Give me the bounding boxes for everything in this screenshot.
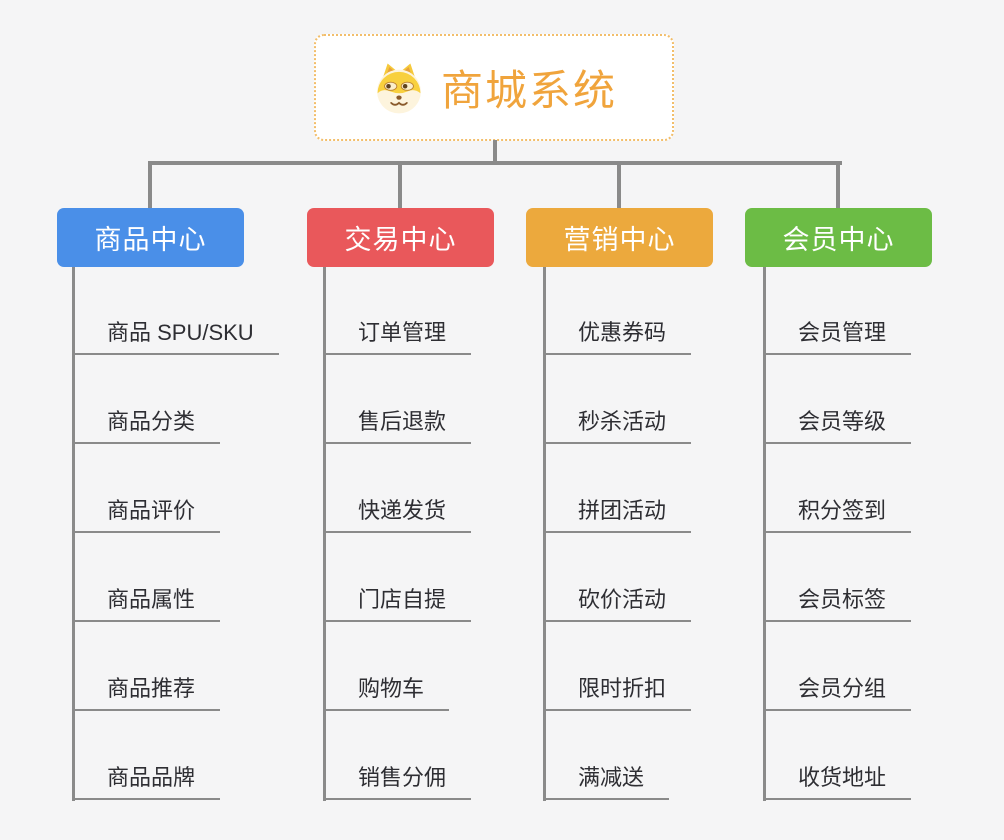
connector-branch-stub — [398, 161, 402, 208]
child-node[interactable]: 快递发货 — [323, 496, 472, 533]
child-node[interactable]: 满减送 — [543, 763, 670, 800]
child-node[interactable]: 积分签到 — [763, 496, 912, 533]
branch-children-2: 订单管理售后退款快递发货门店自提购物车销售分佣 — [323, 267, 563, 807]
connector-branch-stub — [836, 161, 840, 208]
child-node[interactable]: 会员标签 — [763, 585, 912, 622]
branch-children-3: 优惠券码秒杀活动拼团活动砍价活动限时折扣满减送 — [543, 267, 783, 807]
child-node[interactable]: 商品 SPU/SKU — [72, 318, 279, 355]
connector-trunk — [543, 267, 546, 801]
child-node[interactable]: 优惠券码 — [543, 318, 692, 355]
child-node[interactable]: 秒杀活动 — [543, 407, 692, 444]
connector-trunk — [323, 267, 326, 801]
child-node[interactable]: 商品评价 — [72, 496, 221, 533]
child-node[interactable]: 砍价活动 — [543, 585, 692, 622]
root-title: 商城系统 — [440, 67, 617, 114]
branch-children-4: 会员管理会员等级积分签到会员标签会员分组收货地址 — [763, 267, 1003, 807]
child-node[interactable]: 购物车 — [323, 674, 450, 711]
child-node[interactable]: 收货地址 — [763, 763, 912, 800]
child-node[interactable]: 会员分组 — [763, 674, 912, 711]
child-node[interactable]: 拼团活动 — [543, 496, 692, 533]
branch-node-3[interactable]: 营销中心 — [526, 208, 713, 267]
connector-branch-stub — [148, 161, 152, 208]
child-node[interactable]: 销售分佣 — [323, 763, 472, 800]
child-node[interactable]: 会员管理 — [763, 318, 912, 355]
connector-horizontal-rail — [148, 161, 842, 165]
branch-node-2[interactable]: 交易中心 — [307, 208, 494, 267]
root-node[interactable]: 商城系统 — [314, 34, 674, 141]
child-node[interactable]: 商品推荐 — [72, 674, 221, 711]
child-node[interactable]: 售后退款 — [323, 407, 472, 444]
child-node[interactable]: 限时折扣 — [543, 674, 692, 711]
connector-branch-stub — [617, 161, 621, 208]
branch-node-1[interactable]: 商品中心 — [57, 208, 244, 267]
branch-children-1: 商品 SPU/SKU 商品分类商品评价商品属性商品推荐商品品牌 — [72, 267, 312, 807]
child-node[interactable]: 商品属性 — [72, 585, 221, 622]
connector-root-stub — [493, 140, 497, 165]
child-node[interactable]: 会员等级 — [763, 407, 912, 444]
child-node[interactable]: 商品分类 — [72, 407, 221, 444]
connector-trunk — [72, 267, 75, 801]
doge-icon — [371, 60, 427, 116]
branch-node-4[interactable]: 会员中心 — [745, 208, 932, 267]
child-node[interactable]: 订单管理 — [323, 318, 472, 355]
child-node[interactable]: 门店自提 — [323, 585, 472, 622]
child-node[interactable]: 商品品牌 — [72, 763, 221, 800]
connector-trunk — [763, 267, 766, 801]
